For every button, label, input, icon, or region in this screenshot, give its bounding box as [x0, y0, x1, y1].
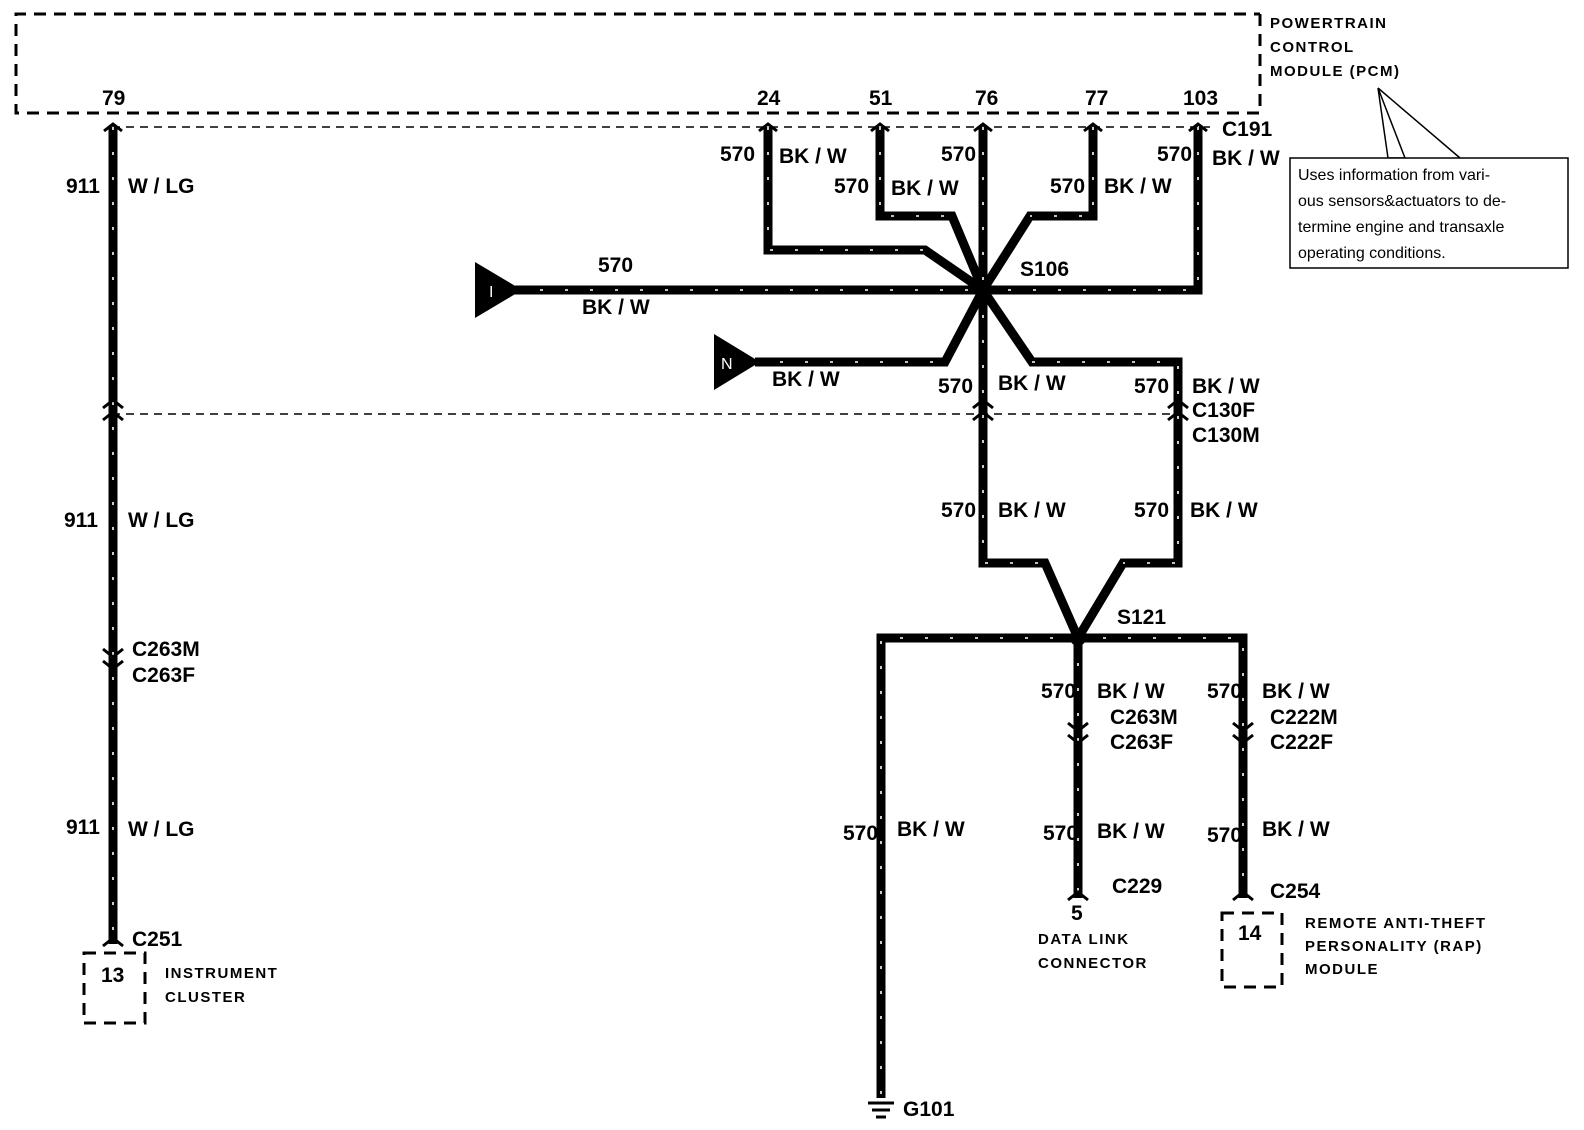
c229-label: C229 — [1112, 875, 1162, 898]
pcm-note-leader — [1377, 87, 1407, 159]
pcm-note-box — [1289, 157, 1569, 269]
c130f-label: C130F — [1192, 399, 1255, 422]
pcm-pin-79: 79 — [102, 87, 125, 110]
wire-570-s106-to-s121-left — [978, 290, 1083, 640]
w570-mid-color-1: BK / W — [998, 372, 1066, 395]
splice-s121-label: S121 — [1117, 606, 1166, 629]
pcm-name-line-3: MODULE (PCM) — [1270, 63, 1401, 80]
flag-i-letter: I — [489, 284, 493, 301]
pcm-note-line-4: operating conditions. — [1298, 245, 1446, 262]
w570-pin24-circuit: 570 — [720, 143, 755, 166]
instrument-cluster-name-2: CLUSTER — [165, 989, 246, 1006]
w570-mid-color-2: BK / W — [1192, 375, 1260, 398]
w911-circuit-3: 911 — [66, 816, 100, 839]
w570-pin76-circuit: 570 — [941, 143, 976, 166]
c191-label: C191 — [1222, 118, 1273, 141]
c263f-label-dlc: C263F — [1110, 731, 1173, 754]
w570-dlc-circuit-2: 570 — [1043, 822, 1078, 845]
w570-pin103-circuit: 570 — [1157, 143, 1192, 166]
w570-dlc-color-2: BK / W — [1097, 820, 1165, 843]
w570-ground-color: BK / W — [897, 818, 965, 841]
w570-pin51-circuit: 570 — [834, 175, 869, 198]
wire-570-s106-to-s121-right — [979, 287, 1183, 641]
connector-marks — [102, 122, 1254, 948]
c254-label: C254 — [1270, 880, 1321, 903]
pcm-pin-103: 103 — [1183, 87, 1218, 110]
w570-rap-color-1: BK / W — [1262, 680, 1330, 703]
wire-570-pin24 — [763, 127, 986, 294]
pcm-name-line-2: CONTROL — [1270, 39, 1355, 56]
w911-circuit-1: 911 — [66, 175, 100, 198]
w911-color-3: W / LG — [128, 818, 195, 841]
c222f-label: C222F — [1270, 731, 1333, 754]
w570-mid-color-3: BK / W — [998, 499, 1066, 522]
w570-pin77-circuit: 570 — [1050, 175, 1085, 198]
w570-dlc-color-1: BK / W — [1097, 680, 1165, 703]
rap-module-name-3: MODULE — [1305, 961, 1379, 978]
w570-dlc-circuit-1: 570 — [1041, 680, 1076, 703]
rap-module-pin: 14 — [1238, 922, 1262, 945]
pcm-note-leader-right — [1377, 87, 1461, 159]
w570-mid-circuit-1: 570 — [938, 375, 973, 398]
w570-rap-circuit-2: 570 — [1207, 824, 1242, 847]
rap-module-name-1: REMOTE ANTI-THEFT — [1305, 915, 1487, 932]
flag-n-triangle — [714, 334, 760, 390]
w570-pin103-color: BK / W — [1212, 147, 1280, 170]
pcm-pin-51: 51 — [869, 87, 893, 110]
instrument-cluster-box — [82, 951, 147, 1025]
pcm-pin-24: 24 — [757, 87, 781, 110]
pcm-note-line-3: termine engine and transaxle — [1298, 219, 1504, 236]
dlc-name-1: DATA LINK — [1038, 931, 1130, 948]
flag-n-letter: N — [721, 356, 733, 373]
splice-s106-dot — [975, 282, 991, 298]
c263m-label-911: C263M — [132, 638, 200, 661]
rap-module-name-2: PERSONALITY (RAP) — [1305, 938, 1483, 955]
wire-570-flag-n — [755, 287, 987, 367]
pcm-note-line-2: ous sensors&actuators to de- — [1298, 193, 1506, 210]
rap-module-box — [1220, 911, 1284, 989]
w570-pin77-color: BK / W — [1104, 175, 1172, 198]
w570-flag-i-color: BK / W — [582, 296, 650, 319]
w570-mid-color-4: BK / W — [1190, 499, 1258, 522]
c130m-label: C130M — [1192, 424, 1260, 447]
w911-circuit-2: 911 — [64, 509, 98, 532]
w570-mid-circuit-4: 570 — [1134, 499, 1169, 522]
pcm-pin-76: 76 — [975, 87, 998, 110]
w570-pin51-color: BK / W — [891, 177, 959, 200]
w570-flag-i-circuit: 570 — [598, 254, 633, 277]
flag-i-triangle — [475, 262, 522, 318]
w570-mid-circuit-2: 570 — [1134, 375, 1169, 398]
instrument-cluster-pin: 13 — [101, 964, 124, 987]
w570-rap-color-2: BK / W — [1262, 818, 1330, 841]
dlc-pin: 5 — [1071, 902, 1083, 925]
w570-rap-circuit-1: 570 — [1207, 680, 1242, 703]
c263m-label-dlc: C263M — [1110, 706, 1178, 729]
w911-color-2: W / LG — [128, 509, 195, 532]
w570-pin24-color: BK / W — [779, 145, 847, 168]
wire-570-pin103 — [983, 127, 1203, 295]
c251-label: C251 — [132, 928, 183, 951]
wire-570-pin51 — [875, 127, 988, 292]
w570-flag-n-color: BK / W — [772, 368, 840, 391]
pcm-name-line-1: POWERTRAIN — [1270, 15, 1388, 32]
instrument-cluster-name-1: INSTRUMENT — [165, 965, 278, 982]
wire-570-to-rap — [1078, 633, 1248, 898]
pcm-note-line-1: Uses information from vari- — [1298, 167, 1490, 184]
pcm-pin-77: 77 — [1085, 87, 1108, 110]
w911-color-1: W / LG — [128, 175, 195, 198]
wire-570-to-ground — [876, 633, 1078, 1098]
w570-ground-circuit: 570 — [843, 822, 878, 845]
ground-g101-label: G101 — [903, 1098, 955, 1121]
dlc-name-2: CONNECTOR — [1038, 955, 1148, 972]
wire-570-pin77 — [979, 127, 1098, 293]
w570-mid-circuit-3: 570 — [941, 499, 976, 522]
c263f-label-911: C263F — [132, 664, 195, 687]
ground-symbol — [868, 1101, 894, 1119]
splice-s121-dot — [1070, 630, 1086, 646]
splice-s106-label: S106 — [1020, 258, 1069, 281]
c222m-label: C222M — [1270, 706, 1338, 729]
pcm-module-box — [14, 12, 1262, 115]
